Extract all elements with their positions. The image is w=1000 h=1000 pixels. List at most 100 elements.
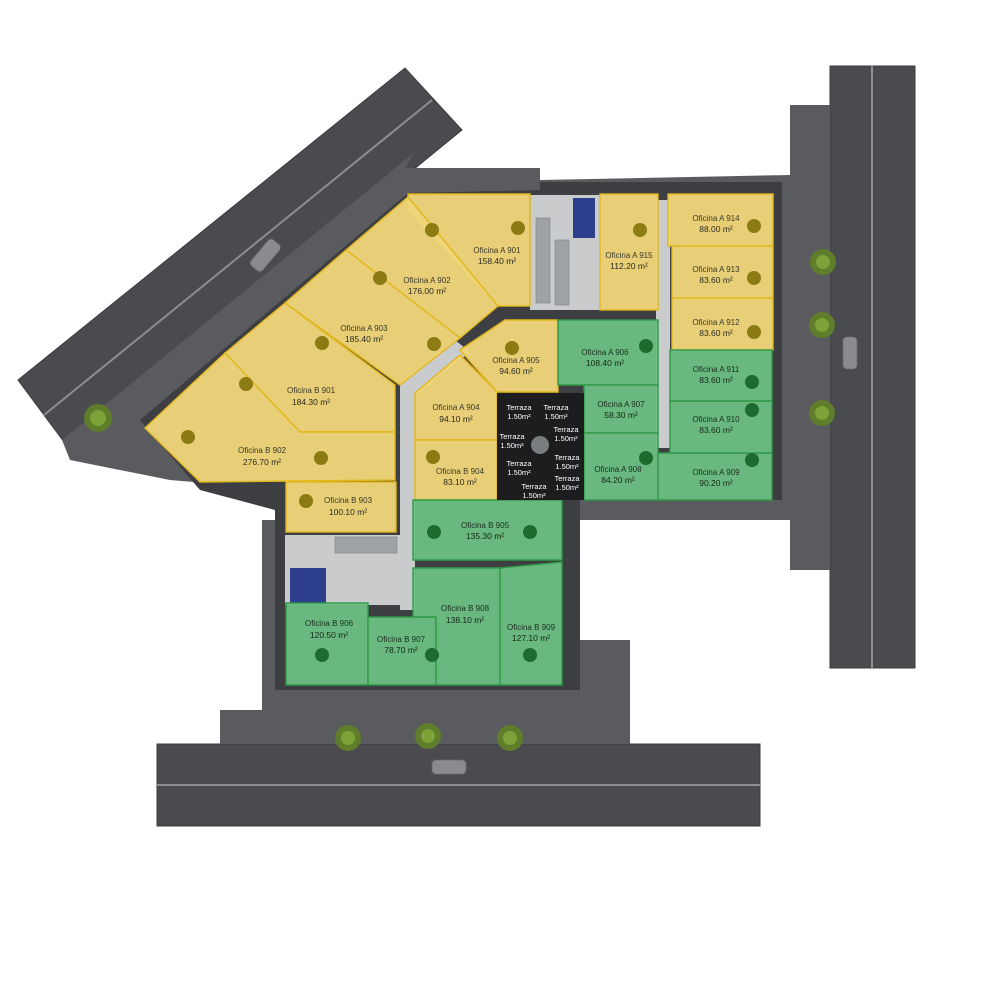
terrace-8-name: Terraza [554, 474, 580, 483]
terrace-7-name: Terraza [521, 482, 547, 491]
label-a910-name: Oficina A 910 [692, 415, 740, 424]
label-b908-area: 138.10 m² [446, 615, 484, 625]
marker-a909 [745, 453, 759, 467]
label-b907-area: 78.70 m² [384, 645, 418, 655]
marker-a911 [745, 375, 759, 389]
unit-b902[interactable] [143, 352, 396, 483]
marker-a915 [633, 223, 647, 237]
label-a907-name: Oficina A 907 [597, 400, 645, 409]
corridor [400, 340, 470, 610]
label-b904-area: 83.10 m² [443, 477, 477, 487]
label-a905-area: 94.60 m² [499, 366, 533, 376]
marker-a904 [426, 450, 440, 464]
unit-b909[interactable] [499, 561, 563, 686]
marker-b905a [427, 525, 441, 539]
stair-block-1 [535, 217, 551, 304]
tree-icon [421, 729, 435, 743]
label-a906-area: 108.40 m² [586, 358, 624, 368]
tree-icon [341, 731, 355, 745]
label-b901-area: 184.30 m² [292, 397, 330, 407]
label-b905-area: 135.30 m² [466, 531, 504, 541]
label-a911-area: 83.60 m² [699, 375, 733, 385]
unit-a906[interactable] [557, 319, 659, 386]
label-a915-area: 112.20 m² [610, 261, 648, 271]
label-a908-area: 84.20 m² [601, 475, 635, 485]
unit-b904[interactable] [414, 439, 498, 501]
marker-a910 [745, 403, 759, 417]
label-a910-area: 83.60 m² [699, 425, 733, 435]
marker-b902b [314, 451, 328, 465]
elevator-southwest [290, 568, 326, 604]
label-b902-area: 276.70 m² [243, 457, 281, 467]
marker-b906 [315, 648, 329, 662]
unit-b906[interactable] [285, 602, 369, 686]
stair-block-2 [554, 239, 570, 306]
label-b903-area: 100.10 m² [329, 507, 367, 517]
tree-icon [503, 731, 517, 745]
label-a903-area: 185.40 m² [345, 334, 383, 344]
trees [84, 249, 836, 751]
elevator-north [573, 198, 595, 238]
unit-a907[interactable] [583, 384, 659, 434]
label-a907-area: 58.30 m² [604, 410, 638, 420]
label-b901-name: Oficina B 901 [287, 386, 336, 395]
unit-b903[interactable] [285, 481, 397, 533]
marker-b904 [505, 341, 519, 355]
marker-a903b [427, 337, 441, 351]
terrace-1-area: 1.50m² [507, 412, 531, 421]
unit-a911[interactable] [669, 349, 773, 402]
marker-a906 [639, 339, 653, 353]
stair-block-3 [334, 536, 398, 554]
courtyard-fountain [531, 436, 549, 454]
cars [249, 238, 858, 775]
label-a909-area: 90.20 m² [699, 478, 733, 488]
label-a909-name: Oficina A 909 [692, 468, 740, 477]
marker-a908 [639, 451, 653, 465]
terrace-5-area: 1.50m² [507, 468, 531, 477]
label-b909-name: Oficina B 909 [507, 623, 556, 632]
car-icon [249, 238, 281, 272]
marker-a912 [747, 325, 761, 339]
diagonal-street-lane [43, 99, 433, 416]
east-corridor [656, 200, 670, 448]
unit-b907[interactable] [367, 616, 437, 686]
label-a913-name: Oficina A 913 [692, 265, 740, 274]
marker-b909 [523, 648, 537, 662]
unit-a913[interactable] [671, 245, 774, 299]
unit-a912[interactable] [671, 297, 774, 351]
terrace-6-name: Terraza [554, 453, 580, 462]
label-a902-area: 176.00 m² [408, 286, 446, 296]
streets [17, 65, 916, 827]
label-a903-name: Oficina A 903 [340, 324, 388, 333]
marker-b907 [425, 648, 439, 662]
terrace-8-area: 1.50m² [555, 483, 579, 492]
car-icon [431, 759, 467, 775]
label-b906-area: 120.50 m² [310, 630, 348, 640]
marker-a902 [425, 223, 439, 237]
terrace-3-name: Terraza [499, 432, 525, 441]
label-a911-name: Oficina A 911 [693, 365, 740, 374]
terrace-6-area: 1.50m² [555, 462, 579, 471]
label-a914-area: 88.00 m² [699, 224, 733, 234]
marker-b901a [315, 336, 329, 350]
terrace-2-name: Terraza [543, 403, 569, 412]
unit-a915[interactable] [599, 193, 659, 311]
terrace-4-name: Terraza [553, 425, 579, 434]
marker-a913 [747, 271, 761, 285]
label-a901-name: Oficina A 901 [473, 246, 521, 255]
tree-icon [816, 255, 830, 269]
terrace-1-name: Terraza [506, 403, 532, 412]
tree-icon [815, 406, 829, 420]
unit-markers [181, 219, 761, 662]
label-a905-name: Oficina A 905 [492, 356, 540, 365]
terrace-3-area: 1.50m² [500, 441, 524, 450]
marker-a901 [511, 221, 525, 235]
label-a913-area: 83.60 m² [699, 275, 733, 285]
label-a908-name: Oficina A 908 [594, 465, 642, 474]
label-a902-name: Oficina A 902 [403, 276, 451, 285]
unit-a903[interactable] [283, 249, 462, 386]
service-cores [285, 195, 670, 610]
tree-icon [815, 318, 829, 332]
label-b904-name: Oficina B 904 [436, 467, 485, 476]
